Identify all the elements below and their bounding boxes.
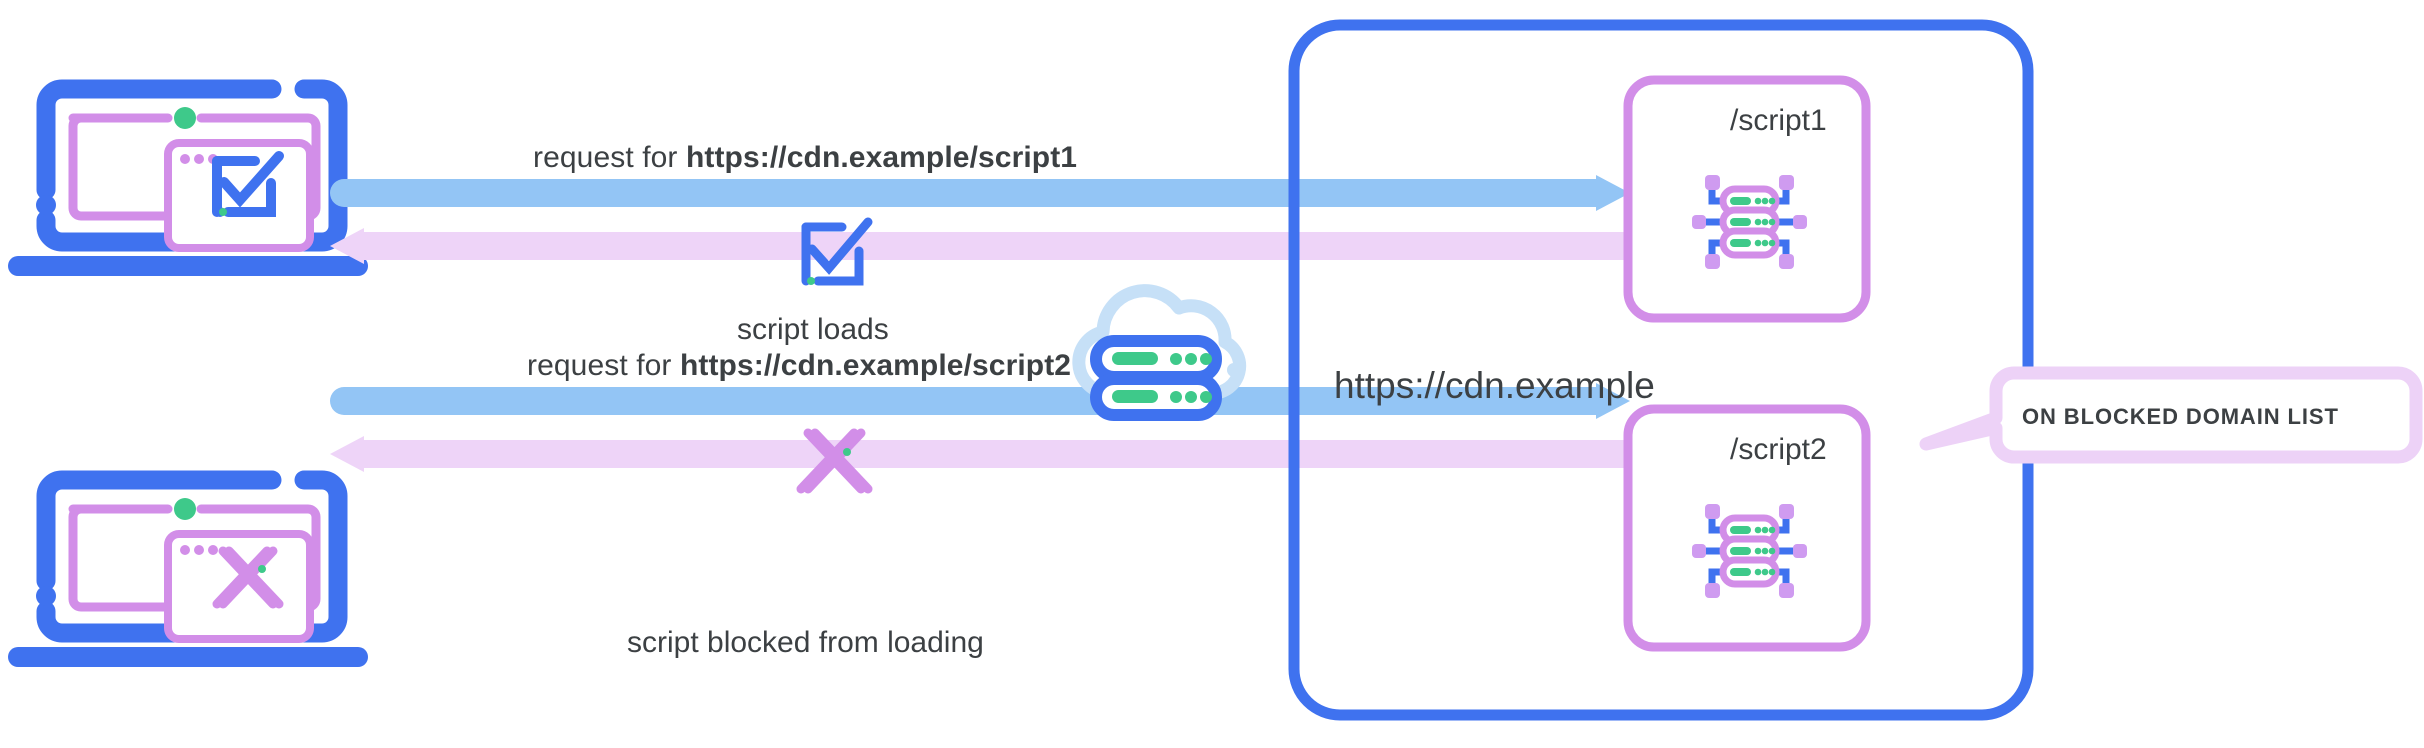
request-url-text: https://cdn.example/script1: [685, 141, 1078, 174]
blocked-domain-badge-text: ON BLOCKED DOMAIN LIST: [2022, 404, 2339, 429]
blocked-domain-callout: ON BLOCKED DOMAIN LIST: [1919, 366, 2424, 472]
laptop-check-icon: [8, 60, 368, 300]
server-rack-icon: [1690, 169, 1808, 275]
request-url-text: https://cdn.example/script2: [679, 349, 1072, 382]
cloud-server-icon: [1062, 283, 1252, 421]
resource-label-script1: /script1: [1730, 104, 1827, 137]
request-prefix-text: request for: [527, 349, 680, 382]
caption-script-blocked: script blocked from loading: [627, 626, 984, 659]
request-prefix-text: request for: [533, 141, 686, 174]
server-rack-icon: [1690, 498, 1808, 604]
request-arrow-script2: [330, 383, 1630, 419]
request-label-script2: request for https://cdn.example/script2: [527, 349, 1071, 383]
checkbox-check-icon: [795, 213, 879, 297]
caption-script-loads: script loads: [737, 313, 889, 346]
cdn-label: https://cdn.example: [1334, 365, 1655, 406]
response-arrow-script2: [330, 436, 1640, 472]
response-arrow-script1: [330, 228, 1640, 264]
request-arrow-script1: [330, 175, 1630, 211]
x-cross-icon: [795, 421, 879, 505]
resource-label-script2: /script2: [1730, 433, 1827, 466]
laptop-x-icon: [8, 451, 368, 691]
request-label-script1: request for https://cdn.example/script1: [533, 141, 1077, 175]
